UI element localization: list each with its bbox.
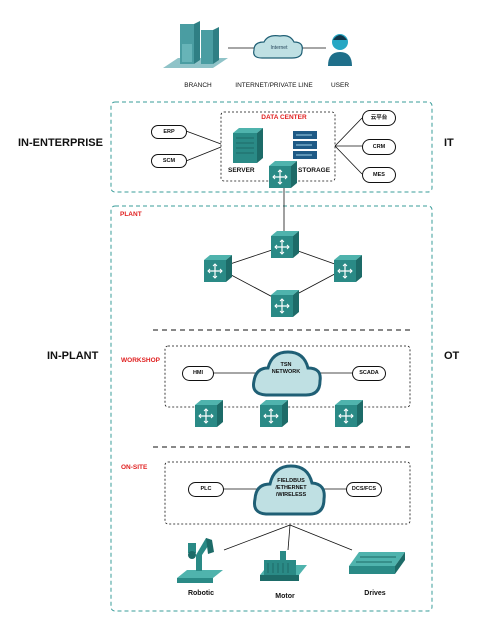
storage-label: STORAGE: [298, 167, 331, 174]
internet-cloud-label: Internet: [270, 45, 288, 51]
cloud-icon: [253, 35, 303, 59]
plant-label: PLANT: [120, 211, 142, 218]
hmi-box: HMI: [182, 366, 214, 381]
cloud-icon: [253, 464, 326, 516]
data-center-label: DATA CENTER: [261, 114, 307, 121]
internet-line-label: INTERNET/PRIVATE LINE: [235, 82, 313, 89]
server-icon: [233, 128, 263, 163]
ot-label: OT: [444, 350, 460, 362]
drive-icon: [349, 552, 405, 574]
robot-arm-icon: [177, 538, 223, 583]
switch-icon: [259, 399, 289, 428]
in-enterprise-label: IN-ENTERPRISE: [18, 137, 103, 149]
switch-icon: [333, 254, 363, 283]
mes-box: MES: [362, 167, 396, 183]
switch-icon: [270, 230, 300, 259]
crm-box: CRM: [362, 139, 396, 155]
user-label: USER: [330, 82, 350, 89]
building-icon: [163, 21, 228, 68]
drives-label: Drives: [364, 590, 386, 597]
switch-icon: [194, 399, 224, 428]
it-label: IT: [444, 137, 454, 149]
erp-box: ERP: [151, 125, 187, 139]
switch-icon: [334, 399, 364, 428]
switch-icon: [270, 289, 300, 318]
cloud-platform-box: 云平台: [362, 110, 396, 126]
workshop-label: WORKSHOP: [121, 357, 160, 364]
server-label: SERVER: [228, 167, 255, 174]
robotic-label: Robotic: [187, 590, 215, 597]
plc-box: PLC: [188, 482, 224, 497]
user-icon: [328, 34, 352, 66]
branch-label: BRANCH: [184, 82, 212, 89]
cloud-icon: [252, 350, 322, 397]
scm-box: SCM: [151, 154, 187, 168]
dcs-fcs-box: DCS/FCS: [346, 482, 382, 497]
switch-icon: [268, 160, 298, 189]
onsite-label: ON-SITE: [121, 464, 148, 471]
motor-icon: [260, 551, 307, 581]
switch-icon: [203, 254, 233, 283]
motor-label: Motor: [275, 593, 295, 600]
in-plant-label: IN-PLANT: [47, 350, 99, 362]
fieldbus-label: FIELDBUS/ETHERNET/WIRELESS: [275, 478, 307, 498]
scada-box: SCADA: [352, 366, 386, 381]
storage-icon: [293, 131, 317, 159]
